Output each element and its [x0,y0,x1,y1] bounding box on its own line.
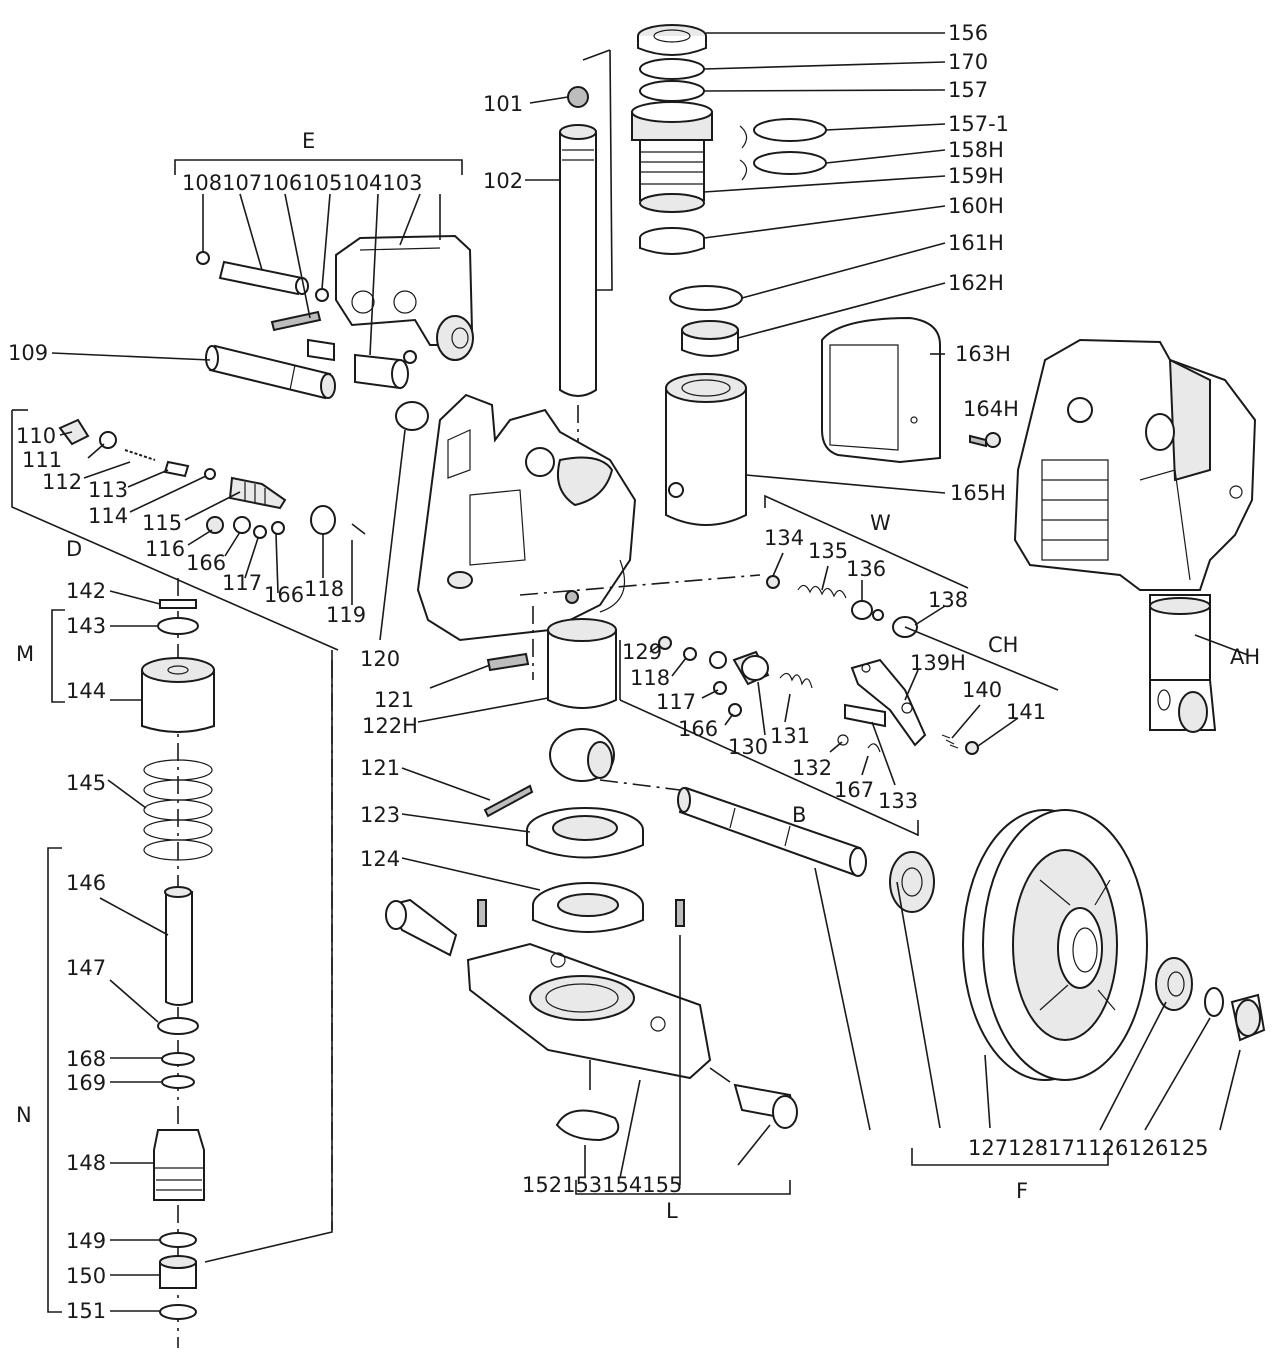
callout-156: 156 [948,21,988,45]
group-label-F: F [1016,1179,1028,1203]
callout-150: 150 [66,1264,106,1288]
callout-162H: 162H [948,271,1004,295]
parts-drawing [58,24,1266,1348]
head-bracket [335,234,474,361]
callout-140: 140 [962,678,1002,702]
group-label-CH: CH [988,633,1018,657]
assembled-view-AH [1013,338,1257,733]
callout-166-b: 166 [264,583,304,607]
callout-127-125: 127128171126126125 [968,1136,1209,1160]
callout-111: 111 [22,448,62,472]
callout-151: 151 [66,1299,106,1323]
linkage-parts [658,575,979,755]
callout-166-c: 166 [678,717,718,741]
ball-101 [567,86,589,108]
callout-133: 133 [878,789,918,813]
callout-141: 141 [1006,700,1046,724]
callout-135: 135 [808,539,848,563]
callout-109: 109 [8,341,48,365]
callout-147: 147 [66,956,106,980]
callout-157-1: 157-1 [948,112,1009,136]
callout-122H: 122H [362,714,418,738]
callout-116: 116 [145,537,185,561]
callout-131: 131 [770,724,810,748]
callout-129: 129 [622,640,662,664]
bushing-120 [395,401,429,431]
pump-body [416,393,637,642]
callout-118-a: 118 [304,577,344,601]
callout-149: 149 [66,1229,106,1253]
group-label-N: N [16,1103,32,1127]
callout-119: 119 [326,603,366,627]
callout-120: 120 [360,647,400,671]
callout-143: 143 [66,614,106,638]
callout-138: 138 [928,588,968,612]
callout-108-103: 108107106105104103 [182,171,423,195]
callout-164H: 164H [963,397,1019,421]
callout-121-b: 121 [360,756,400,780]
callout-158H: 158H [948,138,1004,162]
callout-101: 101 [483,92,523,116]
pin-109 [205,344,336,400]
group-label-L: L [666,1199,678,1223]
callout-136: 136 [846,557,886,581]
spring-145 [143,759,213,861]
callout-161H: 161H [948,231,1004,255]
callout-115: 115 [142,511,182,535]
rings-123-124 [526,807,644,933]
callout-110: 110 [16,424,56,448]
callout-117-a: 117 [222,571,262,595]
group-label-AH: AH [1230,645,1260,669]
cylinder-122H [483,618,617,818]
callout-145: 145 [66,771,106,795]
group-label-E: E [302,129,315,153]
valve-stack [582,24,827,291]
callout-139H: 139H [910,651,966,675]
callout-113: 113 [88,478,128,502]
callout-132: 132 [792,756,832,780]
axle-B [677,786,867,877]
group-label-B: B [792,803,806,827]
callout-165H: 165H [950,481,1006,505]
callout-102: 102 [483,169,523,193]
group-label-D: D [66,537,82,561]
callout-169: 169 [66,1071,106,1095]
wheel-F [889,809,1266,1081]
callout-148: 148 [66,1151,106,1175]
callout-167: 167 [834,778,874,802]
callout-117-b: 117 [656,690,696,714]
callout-157: 157 [948,78,988,102]
callout-160H: 160H [948,194,1004,218]
column-parts-142-151 [141,578,215,1348]
leader-lines [11,32,1249,1313]
callout-124: 124 [360,847,400,871]
callout-112: 112 [42,470,82,494]
pins-104-108 [196,251,417,390]
callout-170: 170 [948,50,988,74]
callout-152-155: 152153154155 [522,1173,682,1197]
callout-142: 142 [66,579,106,603]
group-label-W: W [870,511,891,535]
callout-163H: 163H [955,342,1011,366]
callout-114: 114 [88,504,128,528]
group-label-M: M [16,642,34,666]
callout-159H: 159H [948,164,1004,188]
callout-144: 144 [66,679,106,703]
callout-121-a: 121 [374,688,414,712]
piston-rod-102 [559,124,597,455]
callout-166-a: 166 [186,551,226,575]
callout-168: 168 [66,1047,106,1071]
base-plate-152-155 [385,898,798,1142]
callout-146: 146 [66,871,106,895]
callout-134: 134 [764,526,804,550]
callout-118-b: 118 [630,666,670,690]
plunger-group [665,285,1001,526]
callout-labels: 156 170 157 157-1 158H 159H 160H 161H 16… [8,21,1260,1323]
callout-123: 123 [360,803,400,827]
callout-130: 130 [728,735,768,759]
